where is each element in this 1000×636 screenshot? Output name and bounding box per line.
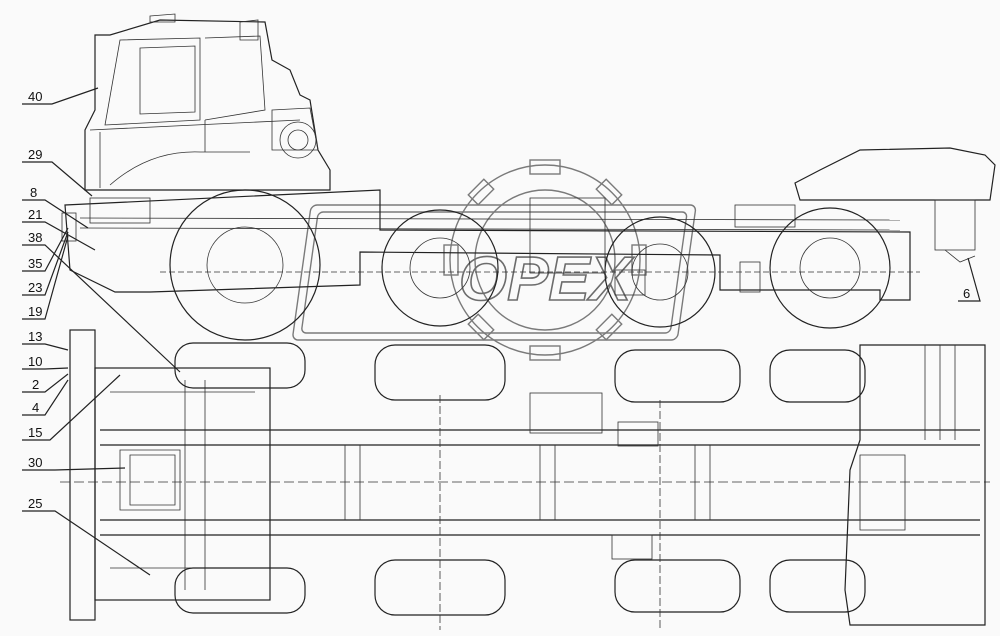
callout-23: 23	[28, 280, 42, 295]
callout-40: 40	[28, 89, 42, 104]
callout-25: 25	[28, 496, 42, 511]
callout-6: 6	[963, 286, 970, 301]
callout-21: 21	[28, 207, 42, 222]
callout-29: 29	[28, 147, 42, 162]
callout-38: 38	[28, 230, 42, 245]
callout-13: 13	[28, 329, 42, 344]
truck-side-view	[61, 13, 996, 341]
callout-4: 4	[32, 400, 39, 415]
callout-10: 10	[28, 354, 42, 369]
callout-8: 8	[30, 185, 37, 200]
callout-15: 15	[28, 425, 42, 440]
callout-30: 30	[28, 455, 42, 470]
callout-2: 2	[32, 377, 39, 392]
truck-plan-view	[60, 329, 990, 630]
callout-lines	[22, 87, 981, 576]
watermark-gear	[292, 159, 697, 361]
callout-19: 19	[28, 304, 42, 319]
callout-35: 35	[28, 256, 42, 271]
callout-labels: 40 29 8 21 38 35 23 19 13 10 2 4 15 30 2…	[28, 89, 970, 511]
